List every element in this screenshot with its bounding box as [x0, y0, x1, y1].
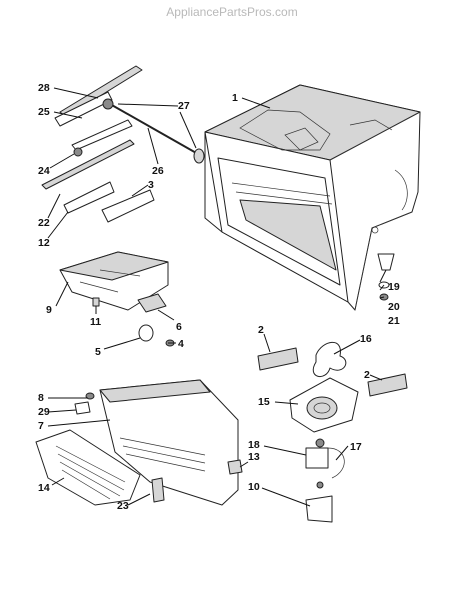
callout-4: 4 — [178, 338, 184, 350]
callout-28: 28 — [38, 82, 50, 94]
callout-3: 3 — [148, 179, 154, 191]
callout-2-left: 2 — [258, 324, 264, 336]
callout-25: 25 — [38, 106, 50, 118]
callout-21: 21 — [388, 315, 400, 327]
leader-lines — [47, 87, 387, 507]
callout-16: 16 — [360, 333, 372, 345]
callout-14: 14 — [38, 482, 50, 494]
callout-20: 20 — [388, 301, 400, 313]
callout-26: 26 — [152, 165, 164, 177]
callout-6: 6 — [176, 321, 182, 333]
callout-7: 7 — [38, 420, 44, 432]
callout-17: 17 — [350, 441, 362, 453]
callout-9: 9 — [46, 304, 52, 316]
callout-5: 5 — [95, 346, 101, 358]
callout-11: 11 — [90, 316, 101, 328]
callout-24: 24 — [38, 165, 50, 177]
callout-12: 12 — [38, 237, 50, 249]
callout-10: 10 — [248, 481, 260, 493]
freezer-housing — [204, 84, 421, 311]
callout-27: 27 — [178, 100, 190, 112]
callout-labels: 1 28 25 27 26 3 24 22 12 9 11 5 6 4 2 16… — [38, 82, 400, 512]
rod-and-bushings — [102, 98, 205, 164]
callout-23: 23 — [117, 500, 129, 512]
watermark-text: AppliancePartsPros.com — [166, 5, 297, 19]
callout-18: 18 — [248, 439, 260, 451]
control-housing — [59, 251, 169, 311]
callout-13: 13 — [248, 451, 260, 463]
grille-and-panel — [35, 379, 239, 506]
callout-22: 22 — [38, 217, 50, 229]
callout-8: 8 — [38, 392, 44, 404]
callout-19: 19 — [388, 281, 400, 293]
callout-2-right: 2 — [364, 369, 370, 381]
callout-1: 1 — [232, 92, 238, 104]
callout-29: 29 — [38, 406, 50, 418]
upper-left-rail-parts — [41, 65, 155, 223]
knob-parts — [377, 253, 395, 301]
motor-assembly — [227, 438, 345, 523]
callout-15: 15 — [258, 396, 270, 408]
fan-assembly — [257, 341, 408, 433]
